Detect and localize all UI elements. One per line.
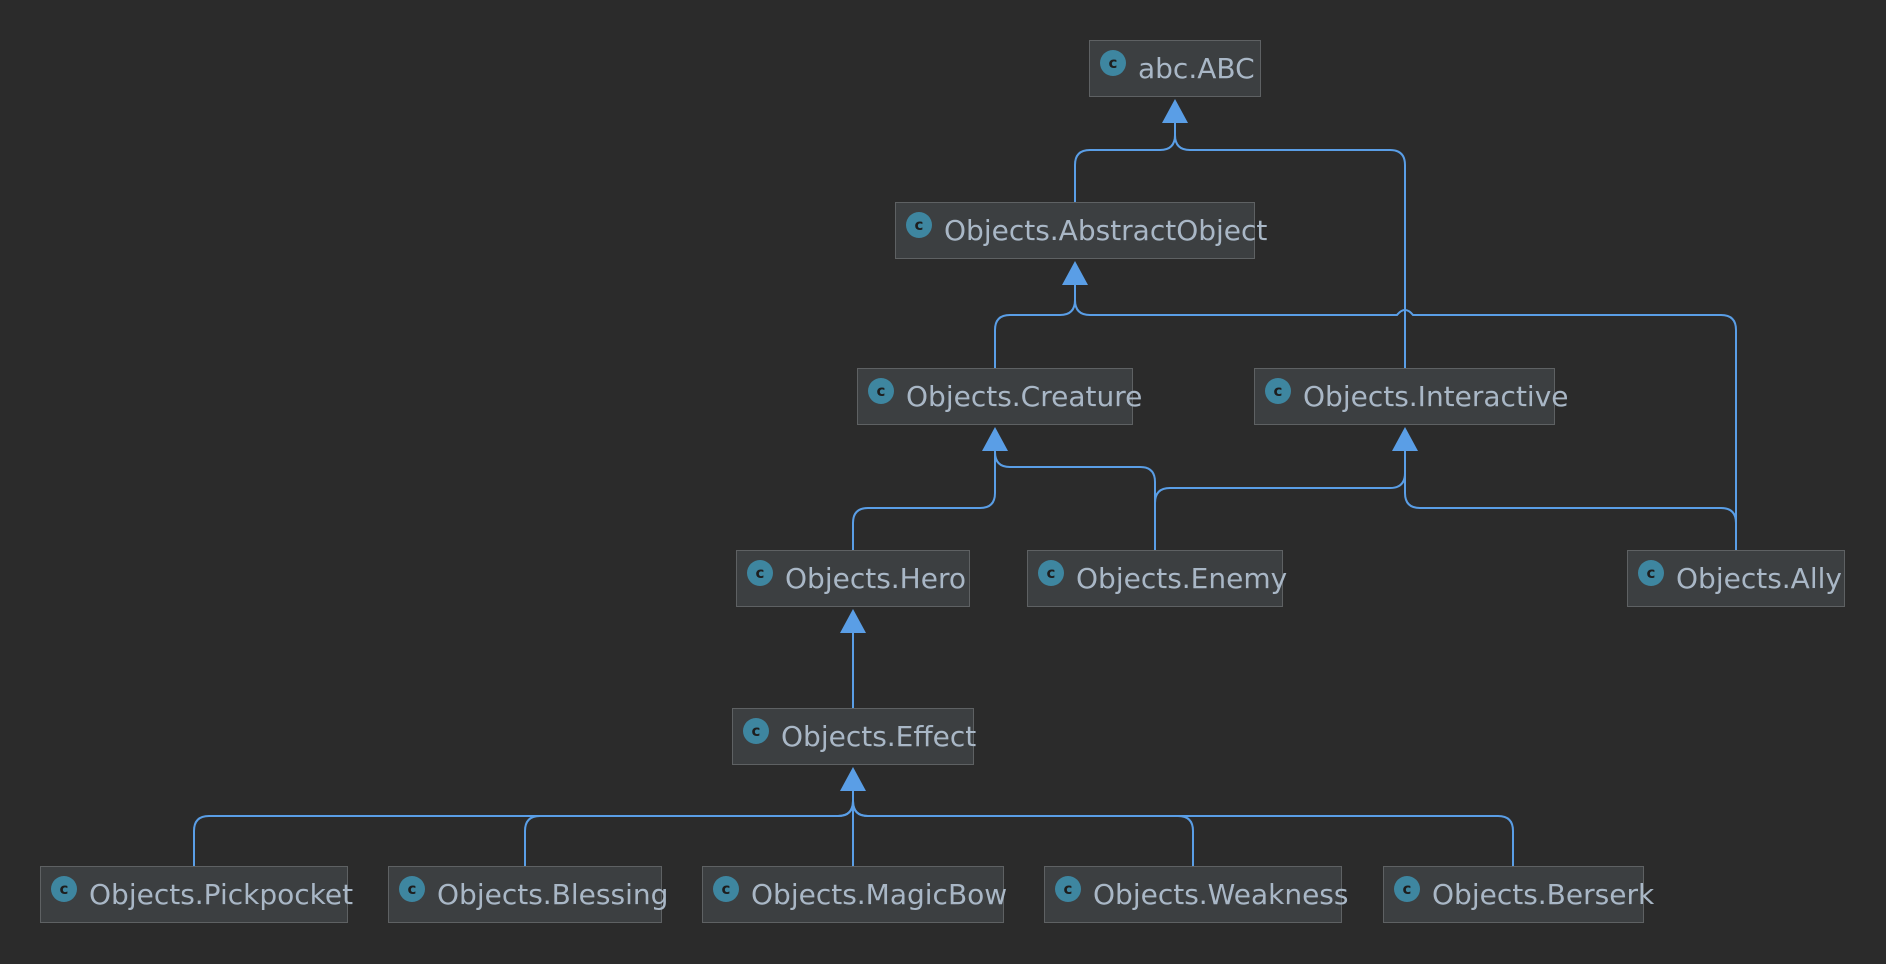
edge-abstract-to-abc bbox=[1074, 122, 1176, 202]
class-icon: c bbox=[1055, 875, 1081, 902]
arrowhead-effect bbox=[840, 767, 866, 791]
class-name: Objects.Hero bbox=[785, 562, 966, 595]
class-name: abc.ABC bbox=[1138, 52, 1255, 85]
class-name: Objects.Creature bbox=[906, 380, 1143, 413]
class-name: Objects.Effect bbox=[781, 720, 977, 753]
class-node-berserk[interactable]: c Objects.Berserk bbox=[1383, 866, 1654, 923]
class-name: Objects.Pickpocket bbox=[89, 878, 354, 911]
edge-ally-to-abstract bbox=[1074, 285, 1737, 550]
class-icon: c bbox=[1394, 875, 1420, 902]
class-node-interactive[interactable]: c Objects.Interactive bbox=[1254, 368, 1569, 425]
class-name: Objects.AbstractObject bbox=[944, 214, 1268, 247]
class-node-ally[interactable]: c Objects.Ally bbox=[1627, 550, 1845, 607]
class-icon: c bbox=[906, 211, 932, 238]
class-icon: c bbox=[868, 377, 894, 404]
edge-hero-to-creature bbox=[852, 451, 996, 550]
class-node-magicbow[interactable]: c Objects.MagicBow bbox=[702, 866, 1008, 923]
class-node-blessing[interactable]: c Objects.Blessing bbox=[388, 866, 668, 923]
class-icon: c bbox=[713, 875, 739, 902]
edge-pickpocket-to-effect bbox=[193, 785, 854, 866]
edge-creature-to-abstract bbox=[994, 285, 1076, 368]
class-node-abstract-object[interactable]: c Objects.AbstractObject bbox=[895, 202, 1267, 259]
arrowhead-interactive bbox=[1392, 427, 1418, 451]
arrowhead-abstract bbox=[1062, 261, 1088, 285]
class-icon: c bbox=[747, 559, 773, 586]
arrowhead-abc bbox=[1162, 99, 1188, 123]
class-node-enemy[interactable]: c Objects.Enemy bbox=[1027, 550, 1287, 607]
edge-enemy-to-creature bbox=[994, 451, 1156, 550]
class-name: Objects.Ally bbox=[1676, 562, 1842, 595]
class-node-weakness[interactable]: c Objects.Weakness bbox=[1044, 866, 1348, 923]
class-name: Objects.MagicBow bbox=[751, 878, 1008, 911]
edge-enemy-to-interactive bbox=[1154, 451, 1406, 550]
class-icon: c bbox=[51, 875, 77, 902]
class-name: Objects.Weakness bbox=[1093, 878, 1349, 911]
edge-berserk-to-effect bbox=[852, 785, 1514, 866]
edge-weakness-to-effect bbox=[852, 785, 1194, 866]
arrowhead-hero bbox=[840, 609, 866, 633]
class-name: Objects.Enemy bbox=[1076, 562, 1288, 595]
class-name: Objects.Berserk bbox=[1432, 878, 1655, 911]
class-icon: c bbox=[1638, 559, 1664, 586]
class-icon: c bbox=[743, 717, 769, 744]
class-name: Objects.Interactive bbox=[1303, 380, 1569, 413]
class-node-effect[interactable]: c Objects.Effect bbox=[732, 708, 977, 765]
class-node-abc-abc[interactable]: c abc.ABC bbox=[1089, 40, 1261, 97]
class-node-hero[interactable]: c Objects.Hero bbox=[736, 550, 970, 607]
class-icon: c bbox=[399, 875, 425, 902]
class-icon: c bbox=[1038, 559, 1064, 586]
edge-interactive-to-abc bbox=[1174, 122, 1406, 368]
class-node-pickpocket[interactable]: c Objects.Pickpocket bbox=[40, 866, 353, 923]
class-node-creature[interactable]: c Objects.Creature bbox=[857, 368, 1142, 425]
edge-blessing-to-effect bbox=[524, 785, 854, 866]
class-name: Objects.Blessing bbox=[437, 878, 669, 911]
edge-ally-to-interactive bbox=[1404, 451, 1737, 550]
class-icon: c bbox=[1100, 49, 1126, 76]
class-icon: c bbox=[1265, 377, 1291, 404]
arrowhead-creature bbox=[982, 427, 1008, 451]
